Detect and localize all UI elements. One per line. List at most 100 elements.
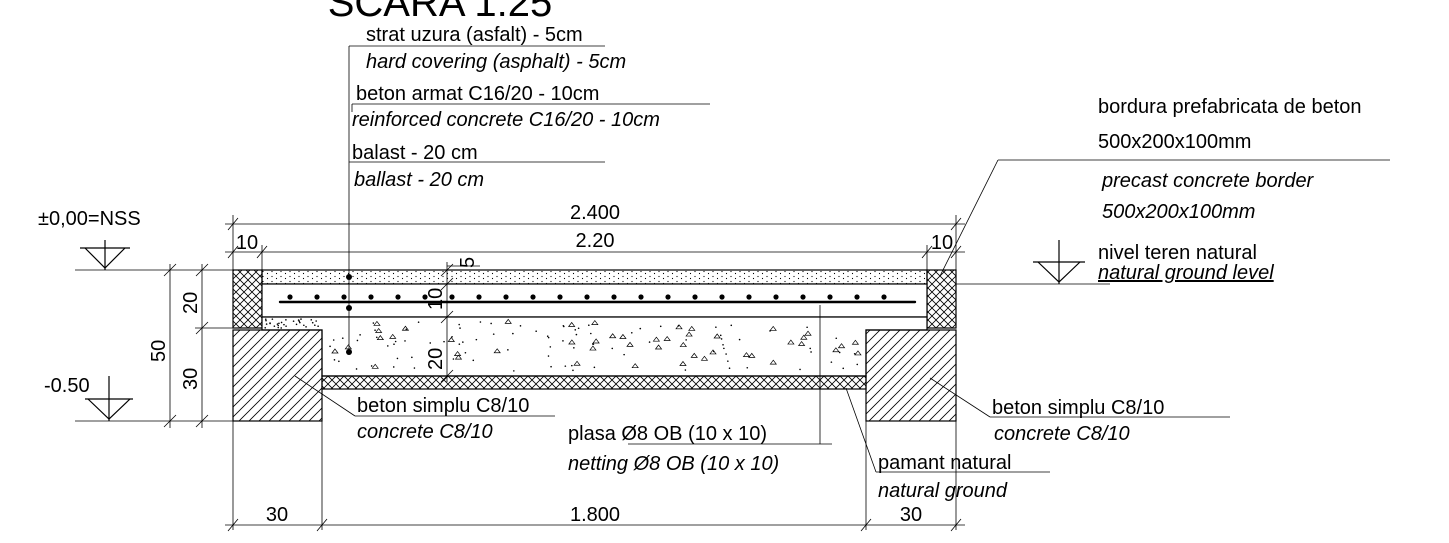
aggregate-dot (411, 356, 413, 359)
label-wear-en: hard covering (asphalt) - 5cm (366, 51, 626, 73)
aggregate-dot (305, 326, 307, 328)
aggregate-dot (329, 345, 331, 348)
aggregate-mark (454, 354, 463, 360)
aggregate-dot (685, 339, 687, 341)
aggregate-dot (639, 327, 642, 330)
aggregate-mark (374, 327, 383, 333)
aggregate-dot (280, 321, 283, 324)
aggregate-mark (592, 338, 600, 344)
aggregate-dot (512, 332, 514, 335)
aggregate-dot (392, 366, 395, 368)
aggregate-mark (663, 335, 671, 341)
aggregate-dot (404, 340, 406, 342)
aggregate-mark (573, 360, 581, 366)
aggregate-mark (679, 360, 687, 366)
label-concrete-right-en: concrete C8/10 (994, 423, 1130, 445)
aggregate-dot (547, 355, 550, 357)
aggregate-mark (769, 325, 777, 331)
aggregate-mark (832, 347, 840, 353)
aggregate-dot (722, 344, 724, 346)
aggregate-dot (452, 358, 455, 360)
aggregate-dot (417, 321, 420, 323)
aggregate-mark (787, 339, 795, 345)
aggregate-dot (810, 351, 812, 353)
aggregate-mark (389, 333, 397, 339)
aggregate-dot (575, 333, 578, 336)
rebar-dot (665, 294, 671, 300)
aggregate-dot (332, 339, 335, 341)
rebar-dot (692, 294, 698, 300)
aggregate-dot (728, 367, 731, 370)
aggregate-dot (464, 351, 467, 354)
aggregate-dot (549, 346, 552, 348)
aggregate-dot (285, 325, 287, 327)
aggregate-dot (572, 369, 574, 372)
aggregate-dot (356, 339, 359, 342)
aggregate-dot (269, 322, 271, 325)
label-concrete-left-en: concrete C8/10 (357, 421, 493, 443)
aggregate-dot (809, 347, 812, 350)
aggregate-dot (295, 323, 298, 326)
aggregate-mark (567, 321, 576, 327)
label-natural-ground-en: natural ground (878, 480, 1008, 502)
aggregate-dot (299, 321, 301, 324)
aggregate-dot (310, 319, 313, 321)
aggregate-dot (547, 336, 550, 339)
aggregate-dot (719, 334, 722, 337)
aggregate-dot (806, 326, 808, 329)
aggregate-dot (727, 360, 729, 362)
aggregate-dot (720, 338, 723, 340)
aggregate-mark (769, 359, 777, 365)
natural-ground-strip (321, 375, 867, 390)
aggregate-mark (331, 348, 339, 354)
rebar-dot (422, 294, 428, 300)
aggregate-mark (709, 349, 717, 355)
aggregate-dot (273, 325, 276, 327)
aggregate-mark (652, 336, 661, 342)
label-ground-en: natural ground level (1098, 262, 1274, 284)
aggregate-dot (359, 334, 361, 336)
aggregate-mark (376, 335, 385, 340)
aggregate-mark (851, 339, 860, 345)
aggregate-dot (475, 338, 478, 341)
aggregate-dot (835, 337, 838, 340)
aggregate-dot (314, 324, 316, 327)
label-border-ro-2: 500x200x100mm (1098, 131, 1251, 153)
rebar-dot (449, 294, 455, 300)
dim-total-width: 2.400 (570, 202, 620, 224)
dim-foot-right: 30 (900, 504, 922, 526)
right-curb (926, 269, 957, 329)
rebar-dot (557, 294, 563, 300)
left-plain-concrete (232, 329, 323, 422)
aggregate-dot (315, 320, 317, 322)
aggregate-dot (519, 325, 522, 327)
label-ballast-ro: balast - 20 cm (352, 142, 478, 164)
aggregate-dot (338, 360, 340, 363)
dim-inner-width: 2.20 (576, 230, 615, 252)
rebar-dot (881, 294, 887, 300)
aggregate-dot (562, 340, 564, 342)
aggregate-dot (451, 336, 453, 338)
aggregate-dot (277, 324, 280, 327)
aggregate-dot (311, 321, 314, 324)
aggregate-dot (492, 333, 495, 335)
aggregate-dot (264, 318, 267, 321)
aggregate-dot (577, 327, 580, 330)
label-border-ro-1: bordura prefabricata de beton (1098, 96, 1362, 118)
rebar-dot (638, 294, 644, 300)
aggregate-dot (856, 363, 859, 366)
aggregate-mark (713, 333, 721, 339)
aggregate-dot (630, 331, 633, 334)
aggregate-mark (854, 350, 862, 356)
label-level-zero: ±0,00=NSS (38, 208, 141, 230)
aggregate-dot (393, 343, 395, 346)
scale-title: SCARA 1:25 (328, 0, 553, 25)
aggregate-dot (303, 324, 305, 327)
rebar-dot (503, 294, 509, 300)
aggregate-mark (447, 336, 456, 342)
aggregate-mark (591, 320, 599, 325)
aggregate-dot (265, 319, 267, 322)
aggregate-mark (837, 343, 846, 349)
level-minus-symbol (85, 376, 133, 421)
